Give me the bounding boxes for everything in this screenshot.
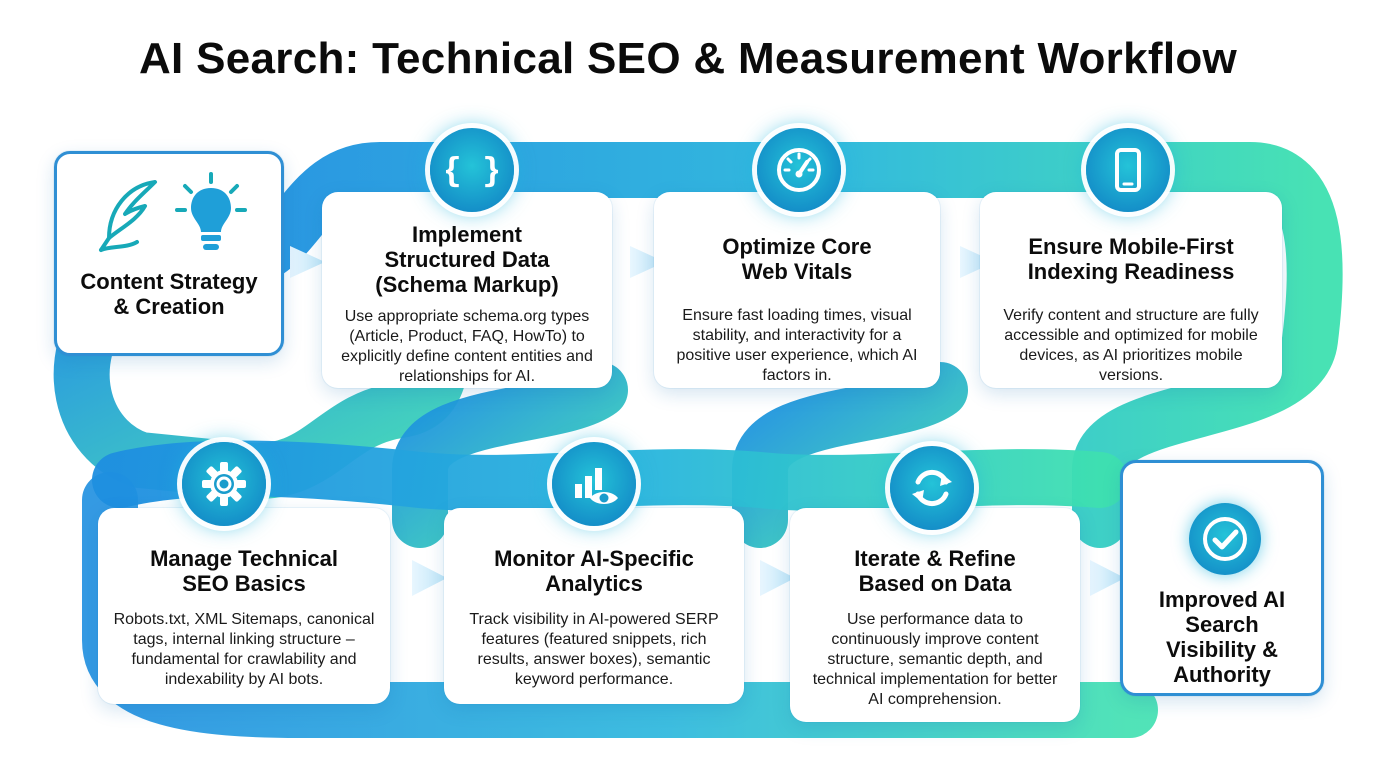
speedometer-icon [757,128,841,212]
step-card-content-strategy: Content Strategy & Creation [54,151,284,356]
step-description: Use performance data to continuously imp… [812,611,1058,708]
step-title: Manage Technical SEO Basics [150,546,338,596]
step-title: Content Strategy & Creation [80,269,258,319]
step-card-mobile-first: Ensure Mobile-First Indexing Readiness V… [980,192,1282,388]
curly-braces-icon: { } [430,128,514,212]
arrow-5 [760,560,795,596]
step-card-technical-seo-basics: Manage Technical SEO Basics Robots.txt, … [98,508,390,704]
step-description: Use appropriate schema.org types (Articl… [341,308,593,385]
step-card-structured-data: Implement Structured Data (Schema Markup… [322,192,612,388]
smartphone-icon [1086,128,1170,212]
checkmark-icon [1189,503,1261,575]
arrow-6 [1090,560,1125,596]
ribbon-top-row [202,142,1343,548]
step-title: Implement Structured Data (Schema Markup… [375,222,559,297]
step-card-iterate-refine: Iterate & Refine Based on Data Use perfo… [790,508,1080,722]
step-title: Monitor AI-Specific Analytics [494,546,694,596]
refresh-icon [890,446,974,530]
step-title: Iterate & Refine Based on Data [854,546,1016,596]
step-description: Track visibility in AI-powered SERP feat… [469,611,719,688]
step-description: Robots.txt, XML Sitemaps, canonical tags… [113,611,375,688]
quill-icon [97,176,167,256]
flow-arrows [290,246,1125,596]
arrow-4 [412,560,447,596]
chart-eye-icon [552,442,636,526]
arrow-3 [960,246,995,278]
step-description: Ensure fast loading times, visual stabil… [676,307,918,384]
svg-text:{ }: { } [446,151,498,191]
step-description: Verify content and structure are fully a… [1003,307,1259,384]
arrow-1 [290,246,325,278]
step-card-ai-analytics: Monitor AI-Specific Analytics Track visi… [444,508,744,704]
lightbulb-icon [175,172,247,256]
step-title: Ensure Mobile-First Indexing Readiness [1027,234,1235,284]
page-title: AI Search: Technical SEO & Measurement W… [138,34,1238,83]
gear-icon [182,442,266,526]
step-title: Improved AI Search Visibility & Authorit… [1158,587,1286,687]
arrow-2 [630,246,665,278]
step-card-outcome: Improved AI Search Visibility & Authorit… [1120,460,1324,696]
step-title: Optimize Core Web Vitals [722,234,872,284]
step-card-core-web-vitals: Optimize Core Web Vitals Ensure fast loa… [654,192,940,388]
